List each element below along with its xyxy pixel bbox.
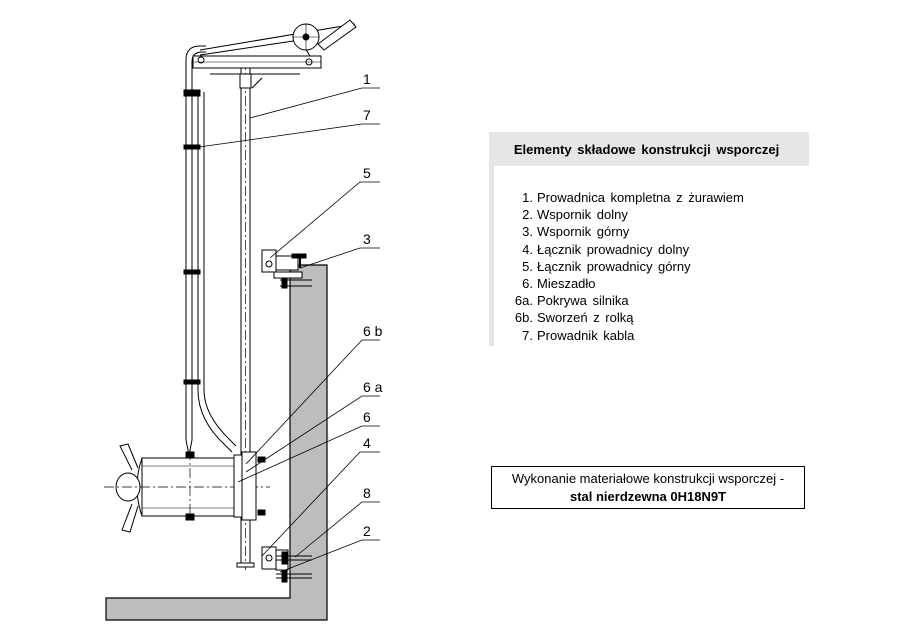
- callout-3: 3: [363, 231, 371, 247]
- legend-body: [494, 166, 809, 346]
- propeller-blade-bottom: [121, 503, 139, 533]
- callout-4: 4: [363, 435, 371, 451]
- crane-assembly: [185, 19, 357, 110]
- lower-bracket: [261, 546, 312, 583]
- upper-bracket: [261, 249, 312, 289]
- callout-6b: 6 b: [363, 323, 383, 339]
- propeller-blade-top: [119, 443, 139, 471]
- callout-6: 6: [363, 409, 371, 425]
- legend-item: 7.Prowadnik kabla: [522, 327, 635, 343]
- callout-2: 2: [363, 523, 371, 539]
- legend-item: 6a.Pokrywa silnika: [514, 293, 629, 309]
- legend-item: 3.Wspornik górny: [522, 224, 630, 240]
- mixer: [104, 443, 270, 533]
- callout-6a: 6 a: [363, 379, 383, 395]
- legend-item: 2.Wspornik dolny: [522, 207, 628, 223]
- material-note: Wykonanie materiałowe konstrukcji wsporc…: [491, 466, 805, 509]
- callout-5: 5: [363, 165, 371, 181]
- legend-item: 5.Łącznik prowadnicy górny: [522, 258, 691, 274]
- legend-title: Elementy składowe konstrukcji wsporczej: [513, 142, 780, 157]
- concrete-wall: [105, 264, 328, 621]
- callout-7: 7: [363, 107, 371, 123]
- material-line-2: stal nierdzewna 0H18N9T: [569, 489, 727, 504]
- callout-8: 8: [363, 485, 371, 501]
- legend-list: 1.Prowadnica kompletna z żurawiem 2.Wspo…: [503, 189, 744, 344]
- leader-lines: [191, 87, 380, 573]
- cable-guide: [183, 89, 237, 456]
- material-line-1: Wykonanie materiałowe konstrukcji wsporc…: [511, 471, 785, 486]
- legend-item: 4.Łącznik prowadnicy dolny: [522, 241, 690, 257]
- callout-1: 1: [363, 71, 371, 87]
- legend-item: 6.Mieszadło: [522, 276, 596, 292]
- legend-item: 1.Prowadnica kompletna z żurawiem: [522, 190, 744, 205]
- legend-item: 6b.Sworzeń z rolką: [514, 310, 634, 326]
